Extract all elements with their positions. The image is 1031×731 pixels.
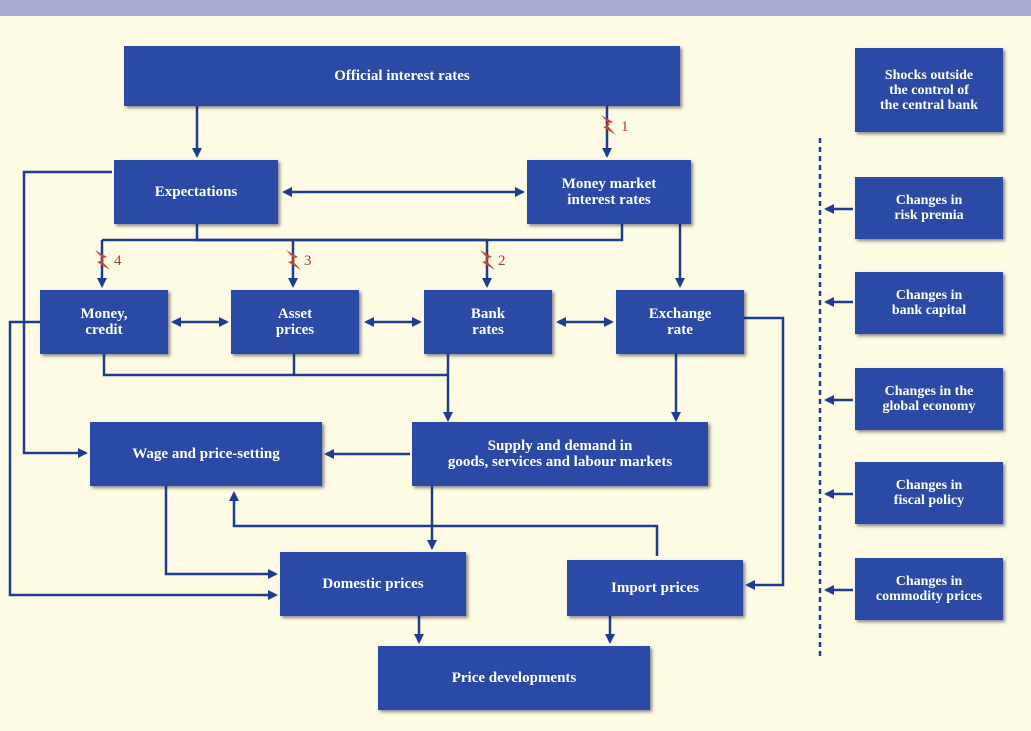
box-shock-fiscal-policy: Changes in fiscal policy [855,462,1003,524]
box-shock-commodity-prices: Changes in commodity prices [855,558,1003,620]
box-official-interest-rates: Official interest rates [124,46,680,106]
arrow-wage-to-domestic [164,486,278,579]
arrow-exchange-to-import [744,316,785,590]
box-shock-global-economy: Changes in the global economy [855,368,1003,430]
box-domestic-prices: Domestic prices [280,552,466,616]
box-shocks-header: Shocks outside the control of the centra… [855,48,1003,132]
box-supply-demand: Supply and demand in goods, services and… [412,422,708,486]
shock-marker-1: 1 [621,119,629,135]
shock-marker-3: 3 [304,253,312,269]
lightning-icon [286,250,301,270]
line-row2-merge [102,354,448,377]
arrow-money-to-domestic [8,320,278,600]
box-bank-rates: Bank rates [424,290,552,354]
box-expectations: Expectations [114,160,278,224]
shock-marker-4: 4 [114,253,122,269]
box-money-credit: Money, credit [40,290,168,354]
shock-marker-2: 2 [498,253,506,269]
line-merge-top [195,224,624,242]
lightning-icon [601,115,616,135]
box-price-developments: Price developments [378,646,650,710]
arrow-import-to-wage [229,491,659,556]
box-shock-risk-premia: Changes in risk premia [855,177,1003,239]
lightning-icon [480,250,495,270]
top-bar [0,0,1031,16]
diagram-canvas: 1 2 3 4 Official interest rates Expectat… [0,16,1031,731]
box-import-prices: Import prices [567,560,743,616]
connector-lines [8,106,853,656]
lightning-icon [95,250,110,270]
box-wage-price-setting: Wage and price-setting [90,422,322,486]
box-exchange-rate: Exchange rate [616,290,744,354]
arrow-expectations-to-wage [22,170,112,458]
box-shock-bank-capital: Changes in bank capital [855,272,1003,334]
box-money-market-rates: Money market interest rates [527,160,691,224]
box-asset-prices: Asset prices [231,290,359,354]
